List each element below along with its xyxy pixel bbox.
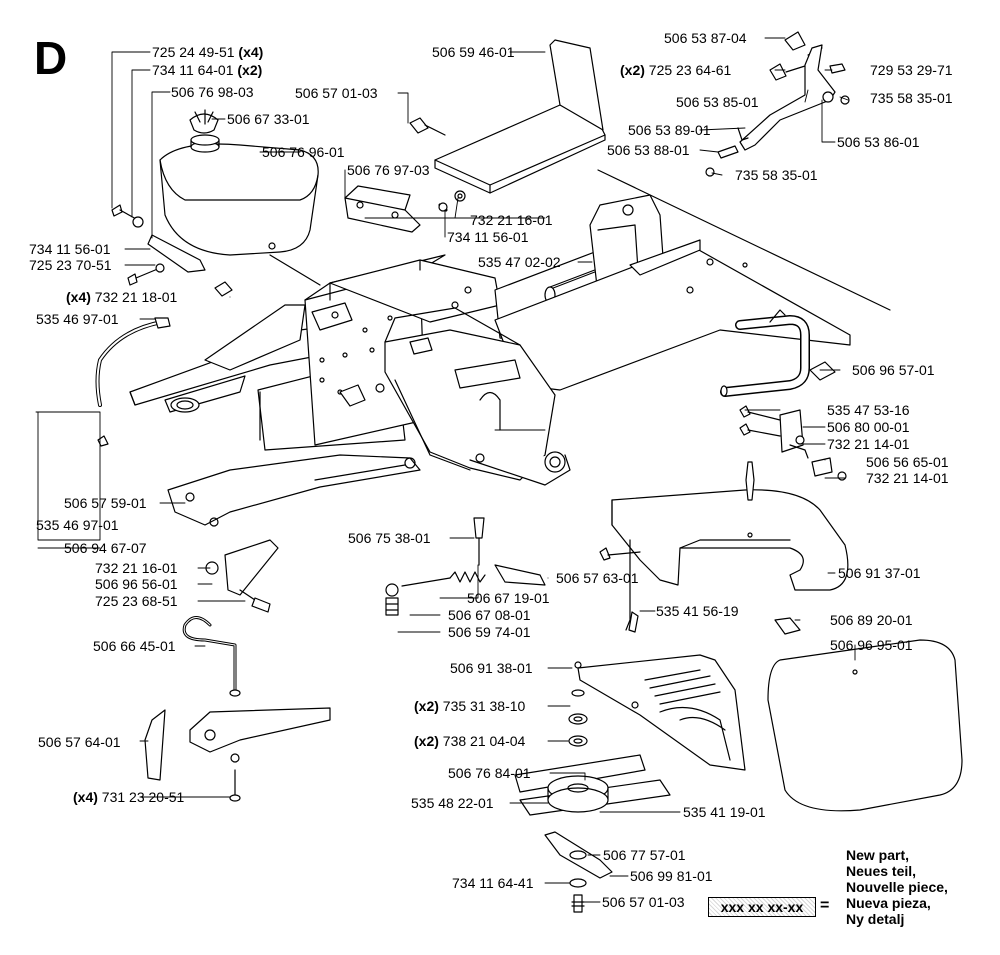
legend-line: Nouvelle piece, bbox=[846, 879, 948, 895]
part-label: 725 23 68-51 bbox=[95, 593, 178, 609]
bottom-cover-drawing bbox=[767, 617, 963, 812]
bracket-drawing bbox=[344, 185, 466, 233]
part-label: 535 41 56-19 bbox=[656, 603, 739, 619]
part-label: 506 96 95-01 bbox=[830, 637, 913, 653]
bumper-drawing bbox=[809, 361, 836, 381]
part-label: 506 80 00-01 bbox=[827, 419, 910, 435]
part-label: 734 11 64-41 bbox=[452, 875, 534, 891]
rod-drawing bbox=[144, 616, 331, 802]
part-label: 506 53 89-01 bbox=[628, 122, 711, 138]
legend-line: Nueva pieza, bbox=[846, 895, 931, 911]
part-label: 732 21 14-01 bbox=[827, 436, 910, 452]
part-label: 506 75 38-01 bbox=[348, 530, 431, 546]
part-label: 506 53 85-01 bbox=[676, 94, 759, 110]
pulley-stack-drawing bbox=[514, 689, 671, 913]
part-label: 506 76 98-03 bbox=[171, 84, 254, 100]
part-label: 506 57 63-01 bbox=[556, 570, 639, 586]
new-part-marker: xxx xx xx-xx bbox=[708, 897, 816, 917]
part-label: 506 94 67-07 bbox=[64, 540, 147, 556]
part-label: 535 47 02-02 bbox=[478, 254, 561, 270]
part-label: 535 41 19-01 bbox=[683, 804, 766, 820]
part-label: 506 77 57-01 bbox=[603, 847, 686, 863]
deck-plate-drawing bbox=[574, 539, 746, 771]
part-label: 506 57 01-03 bbox=[295, 85, 378, 101]
part-label: 535 46 97-01 bbox=[36, 517, 119, 533]
cable-line bbox=[597, 169, 891, 311]
part-label: 535 46 97-01 bbox=[36, 311, 119, 327]
part-label: 506 57 01-03 bbox=[602, 894, 685, 910]
legend-line: New part, bbox=[846, 847, 910, 863]
lower-bracket-drawing bbox=[205, 539, 279, 613]
part-label: (x4) 731 23 20-51 bbox=[73, 789, 185, 805]
part-label: 725 24 49-51 (x4) bbox=[152, 44, 264, 60]
part-label: 535 48 22-01 bbox=[411, 795, 494, 811]
part-label: 734 11 56-01 bbox=[447, 229, 529, 245]
linkage-drawing bbox=[705, 31, 850, 177]
part-label: 506 59 74-01 bbox=[448, 624, 531, 640]
sheet-letter: D bbox=[34, 32, 68, 84]
fuel-tank-drawing bbox=[159, 109, 319, 256]
part-label: 725 23 70-51 bbox=[29, 257, 112, 273]
tank-strap-drawing bbox=[111, 204, 321, 297]
part-label: 506 91 38-01 bbox=[450, 660, 533, 676]
legend-line: Neues teil, bbox=[846, 863, 917, 879]
part-label: (x4) 732 21 18-01 bbox=[66, 289, 178, 305]
spring-linkage-drawing bbox=[385, 517, 546, 616]
part-label: 735 58 35-01 bbox=[735, 167, 818, 183]
part-label: 506 53 87-04 bbox=[664, 30, 747, 46]
part-label: 506 67 19-01 bbox=[467, 590, 550, 606]
part-label: (x2) 738 21 04-04 bbox=[414, 733, 526, 749]
belt-cover-drawing bbox=[599, 461, 849, 591]
part-label: 506 57 64-01 bbox=[38, 734, 121, 750]
part-label: 506 56 65-01 bbox=[866, 454, 949, 470]
part-label: 506 66 45-01 bbox=[93, 638, 176, 654]
part-label: 506 67 08-01 bbox=[448, 607, 531, 623]
part-label: 734 11 64-01 (x2) bbox=[152, 62, 263, 78]
part-label: 506 57 59-01 bbox=[64, 495, 147, 511]
legend-text: New part, Neues teil, Nouvelle piece, Nu… bbox=[846, 847, 948, 927]
part-label: 732 21 16-01 bbox=[470, 212, 553, 228]
cover-plate-drawing bbox=[409, 39, 606, 194]
part-label: 506 53 86-01 bbox=[837, 134, 920, 150]
part-label: 732 21 16-01 bbox=[95, 560, 178, 576]
leader-lines bbox=[35, 37, 856, 903]
part-label: 506 96 56-01 bbox=[95, 576, 178, 592]
part-label: 734 11 56-01 bbox=[29, 241, 111, 257]
part-label: 506 67 33-01 bbox=[227, 111, 310, 127]
part-label: (x2) 725 23 64-61 bbox=[620, 62, 732, 78]
part-label: 506 99 81-01 bbox=[630, 868, 713, 884]
part-label: 735 58 35-01 bbox=[870, 90, 953, 106]
hose-drawing bbox=[95, 317, 171, 447]
legend-equals: = bbox=[820, 897, 830, 914]
part-label: 732 21 14-01 bbox=[866, 470, 949, 486]
part-label: 506 76 96-01 bbox=[262, 144, 345, 160]
small-bracket-drawing bbox=[739, 405, 847, 481]
part-label: 506 76 97-03 bbox=[347, 162, 430, 178]
part-label: 506 76 84-01 bbox=[448, 765, 531, 781]
part-label: 506 91 37-01 bbox=[838, 565, 921, 581]
part-label: 506 89 20-01 bbox=[830, 612, 913, 628]
part-label: 535 47 53-16 bbox=[827, 402, 910, 418]
main-frame-drawing bbox=[129, 194, 851, 527]
part-label: 729 53 29-71 bbox=[870, 62, 953, 78]
legend-line: Ny detalj bbox=[846, 911, 905, 927]
part-label: 506 53 88-01 bbox=[607, 142, 690, 158]
part-label: (x2) 735 31 38-10 bbox=[414, 698, 526, 714]
part-label: 506 59 46-01 bbox=[432, 44, 515, 60]
part-label: 506 96 57-01 bbox=[852, 362, 935, 378]
